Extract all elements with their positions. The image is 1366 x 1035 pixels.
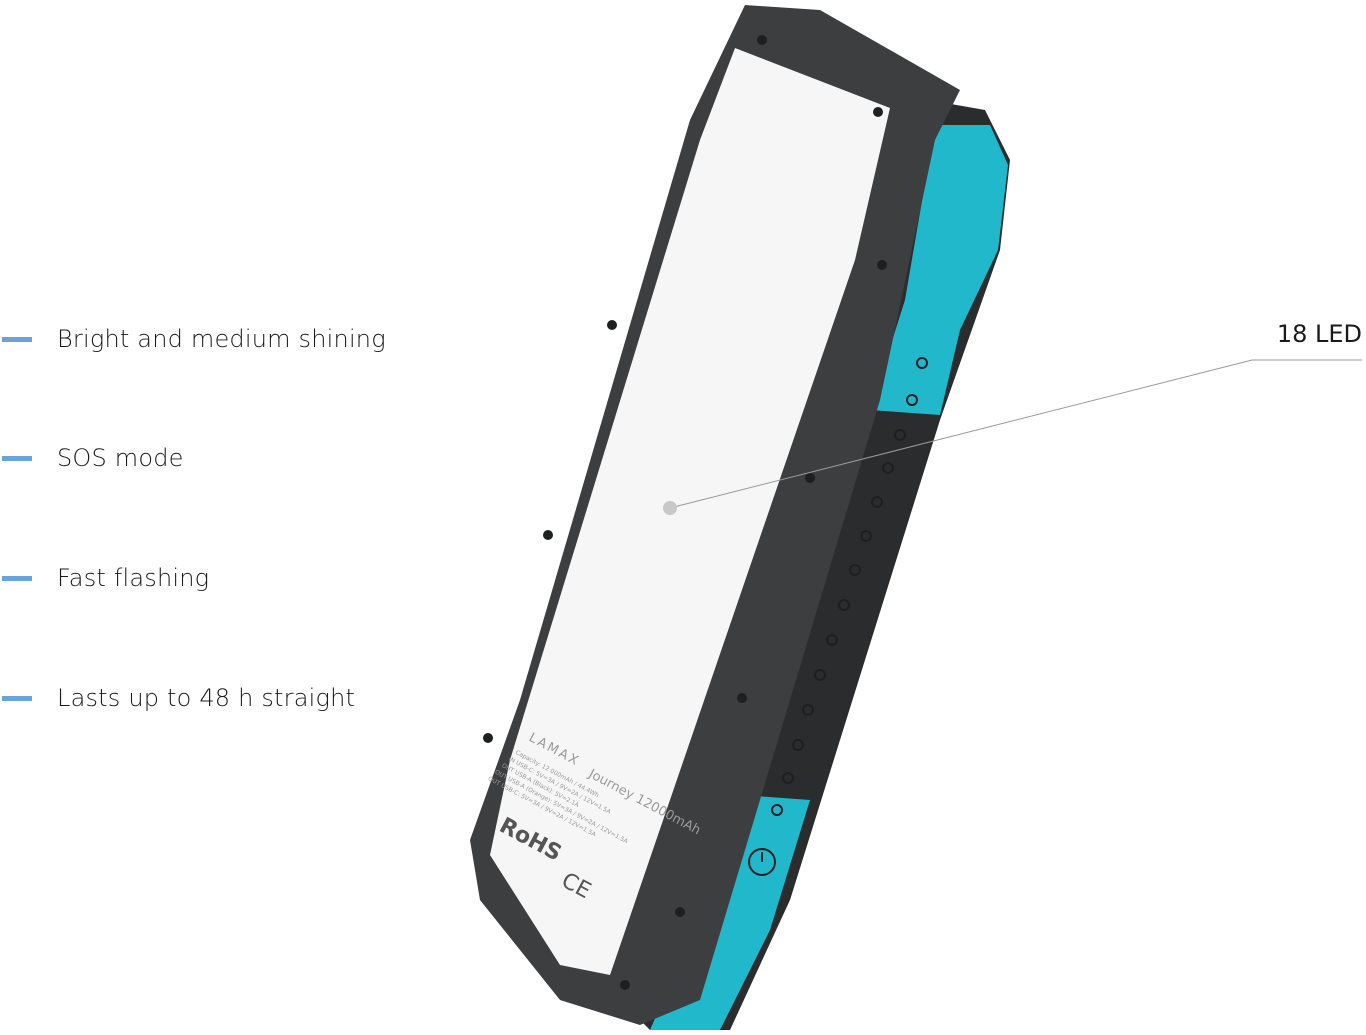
feature-label: Fast flashing xyxy=(57,564,210,592)
bumper-top xyxy=(870,125,1008,415)
feature-label: Lasts up to 48 h straight xyxy=(57,684,356,712)
feature-item: Bright and medium shining xyxy=(0,324,386,354)
led-panel xyxy=(490,48,890,975)
screws xyxy=(483,35,887,990)
feature-item: SOS mode xyxy=(0,443,184,473)
power-icon[interactable] xyxy=(748,848,776,876)
feature-label: Bright and medium shining xyxy=(57,325,386,353)
bullet-dash xyxy=(2,455,32,461)
bullet-dash xyxy=(2,336,32,342)
feature-label: SOS mode xyxy=(57,444,184,472)
callout-18-led: 18 LED xyxy=(1276,320,1362,348)
callout-line xyxy=(669,359,1362,509)
feature-item: Lasts up to 48 h straight xyxy=(0,683,355,713)
bullet-dash xyxy=(2,695,32,701)
led-holes xyxy=(771,357,928,816)
bullet-dash xyxy=(2,575,32,581)
feature-item: Fast flashing xyxy=(0,563,209,593)
callout-dot xyxy=(663,501,677,515)
